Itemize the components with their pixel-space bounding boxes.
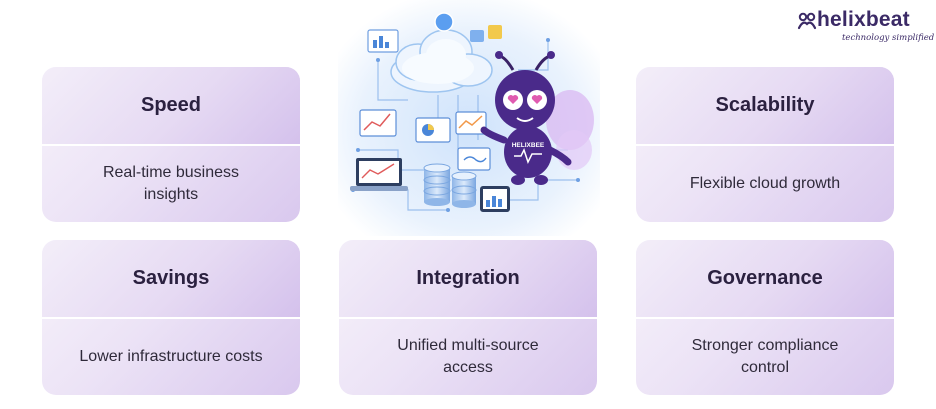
card-scalability: Scalability Flexible cloud growth	[636, 67, 894, 222]
card-header: Scalability	[636, 67, 894, 146]
helixbeat-mark-icon	[797, 12, 817, 30]
brand-name: helixbeat	[817, 8, 910, 31]
card-governance: Governance Stronger compliance control	[636, 240, 894, 395]
card-body: Unified multi-source access	[339, 319, 597, 395]
card-title: Integration	[416, 267, 520, 289]
card-description: Lower infrastructure costs	[79, 348, 263, 365]
card-savings: Savings Lower infrastructure costs	[42, 240, 300, 395]
card-title: Governance	[707, 267, 823, 289]
card-title: Savings	[132, 267, 210, 289]
card-title: Speed	[140, 94, 202, 116]
card-description: Real-time business insights	[102, 164, 240, 203]
card-header: Governance	[636, 240, 894, 319]
card-description: Unified multi-source access	[397, 337, 539, 376]
card-header: Integration	[339, 240, 597, 319]
helixbeat-logo: helixbeat technology simplified	[797, 6, 934, 48]
card-body: Real-time business insights	[42, 146, 300, 222]
card-body: Stronger compliance control	[636, 319, 894, 395]
card-integration: Integration Unified multi-source access	[339, 240, 597, 395]
brand-tagline: technology simplified	[842, 33, 935, 43]
card-body: Lower infrastructure costs	[42, 319, 300, 395]
card-header: Speed	[42, 67, 300, 146]
card-title: Scalability	[715, 94, 815, 116]
card-speed: Speed Real-time business insights	[42, 67, 300, 222]
bee-mascot-icon: HELIXBEE	[480, 51, 594, 185]
cloud-data-illustration: HELIXBEE	[338, 0, 600, 236]
card-description: Stronger compliance control	[691, 337, 839, 376]
card-header: Savings	[42, 240, 300, 319]
mascot-badge-label: HELIXBEE	[512, 142, 545, 149]
card-body: Flexible cloud growth	[636, 146, 894, 222]
card-description: Flexible cloud growth	[689, 175, 841, 192]
